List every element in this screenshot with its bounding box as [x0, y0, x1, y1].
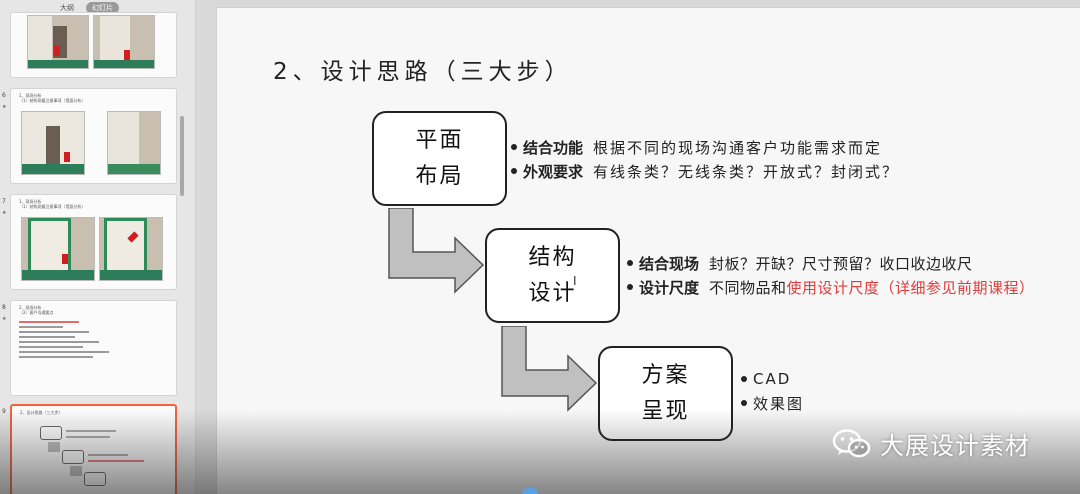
step-1-bullets: 结合功能 根据不同的现场沟通客户功能需求而定 外观要求 有线条类？无线条类？开放…	[511, 135, 899, 183]
bullet-item: 结合现场 封板？开缺？尺寸预留？收口收边收尺	[627, 251, 1035, 275]
bullet-text: CAD	[753, 370, 792, 388]
slide-number: 7	[2, 198, 6, 205]
step-box-line: 方案	[641, 362, 690, 388]
step-box-line: 结构	[528, 244, 577, 270]
slide-thumbnail[interactable]: 2、现场分析 （2）客户沟通要点	[10, 300, 177, 396]
bullet-item: 设计尺度 不同物品和 使用设计尺度（详细参见前期课程）	[627, 275, 1035, 299]
wechat-icon	[832, 428, 871, 457]
bullet-item: 效果图	[741, 391, 804, 415]
step-box-structure: 结构 设计	[485, 228, 620, 323]
bullet-label: 结合功能	[523, 138, 584, 157]
bent-arrow-icon	[501, 326, 598, 412]
slide-photo	[21, 217, 95, 281]
mini-box	[40, 426, 62, 440]
slide-canvas: 2、设计思路（三大步） 平面 布局 结构 设计 方案 呈现 结合功能	[216, 7, 1080, 494]
slide-photo	[99, 217, 163, 281]
slide-transition-icon: ★	[2, 210, 7, 216]
step-box-line: 平面	[415, 127, 464, 153]
slide-number: 8	[2, 304, 6, 311]
slide-thumbnail[interactable]	[10, 12, 177, 78]
step-2-bullets: 结合现场 封板？开缺？尺寸预留？收口收边收尺 设计尺度 不同物品和 使用设计尺度…	[627, 251, 1035, 299]
slide-photo	[21, 111, 85, 175]
slide-number: 9	[2, 408, 6, 415]
step-box-line: 布局	[415, 163, 464, 189]
slide-thumbnail-title: 2、现场分析 （2）客户沟通要点	[19, 305, 54, 315]
slide-transition-icon: ★	[2, 316, 7, 322]
bullet-text: 效果图	[753, 394, 805, 413]
bullet-label: 结合现场	[639, 254, 700, 273]
bullet-highlight-text: 使用设计尺度（详细参见前期课程）	[786, 278, 1035, 297]
slide-thumbnail-title: 1、现场分析 （1）结构测量注意事项（墙面分析）	[19, 93, 86, 103]
bullet-dot	[511, 144, 517, 150]
slide-transition-icon: ★	[2, 104, 7, 110]
status-indicator	[522, 488, 538, 494]
bullet-label: 设计尺度	[639, 278, 700, 297]
slide-thumbnail-text-lines	[19, 321, 109, 361]
bullet-text: 不同物品和	[709, 278, 787, 297]
watermark: 大展设计素材	[832, 426, 1030, 461]
slide-thumbnail-title: 1、现场分析 （1）结构测量注意事项（墙面分析）	[19, 199, 86, 209]
slide-thumbnail-title: 2、设计思路（三大步）	[20, 410, 63, 415]
bullet-label: 外观要求	[523, 162, 584, 181]
slide-photo	[93, 15, 155, 69]
slide-thumbnail[interactable]: 1、现场分析 （1）结构测量注意事项（墙面分析）	[10, 88, 177, 184]
slide-thumbnail-active[interactable]: 2、设计思路（三大步）	[10, 404, 177, 494]
text-cursor-icon: I	[573, 274, 577, 288]
tab-outline[interactable]: 大纲	[60, 4, 74, 12]
panel-scrollbar[interactable]	[180, 116, 184, 196]
bullet-dot	[627, 284, 633, 290]
step-box-line: 呈现	[641, 398, 690, 424]
step-3-bullets: CAD 效果图	[741, 367, 804, 415]
slide-title: 2、设计思路（三大步）	[273, 59, 573, 85]
bullet-item: 结合功能 根据不同的现场沟通客户功能需求而定	[511, 135, 899, 159]
step-box-line: 设计	[528, 280, 577, 306]
bullet-dot	[511, 168, 517, 174]
slide-thumbnail-panel: 大纲 幻灯片 6 ★	[0, 0, 196, 494]
watermark-text: 大展设计素材	[880, 432, 1030, 460]
bullet-text: 封板？开缺？尺寸预留？收口收边收尺	[709, 254, 973, 273]
tab-slides[interactable]: 幻灯片	[86, 2, 119, 14]
bullet-item: 外观要求 有线条类？无线条类？开放式？封闭式？	[511, 159, 899, 183]
bullet-item: CAD	[741, 367, 804, 391]
bent-arrow-icon	[388, 208, 485, 294]
panel-tabs: 大纲 幻灯片	[54, 2, 119, 14]
mini-box	[62, 450, 84, 464]
slide-thumbnail[interactable]: 1、现场分析 （1）结构测量注意事项（墙面分析）	[10, 194, 177, 290]
bullet-text: 有线条类？无线条类？开放式？封闭式？	[593, 162, 900, 181]
mini-box	[84, 472, 106, 486]
bullet-dot	[741, 400, 747, 406]
step-box-presentation: 方案 呈现	[598, 346, 733, 441]
slide-number: 6	[2, 92, 6, 99]
bullet-dot	[627, 260, 633, 266]
step-box-layout: 平面 布局	[372, 111, 507, 206]
slide-photo	[107, 111, 161, 175]
bullet-dot	[741, 376, 747, 382]
bullet-text: 根据不同的现场沟通客户功能需求而定	[593, 138, 883, 157]
slide-photo	[27, 15, 89, 69]
